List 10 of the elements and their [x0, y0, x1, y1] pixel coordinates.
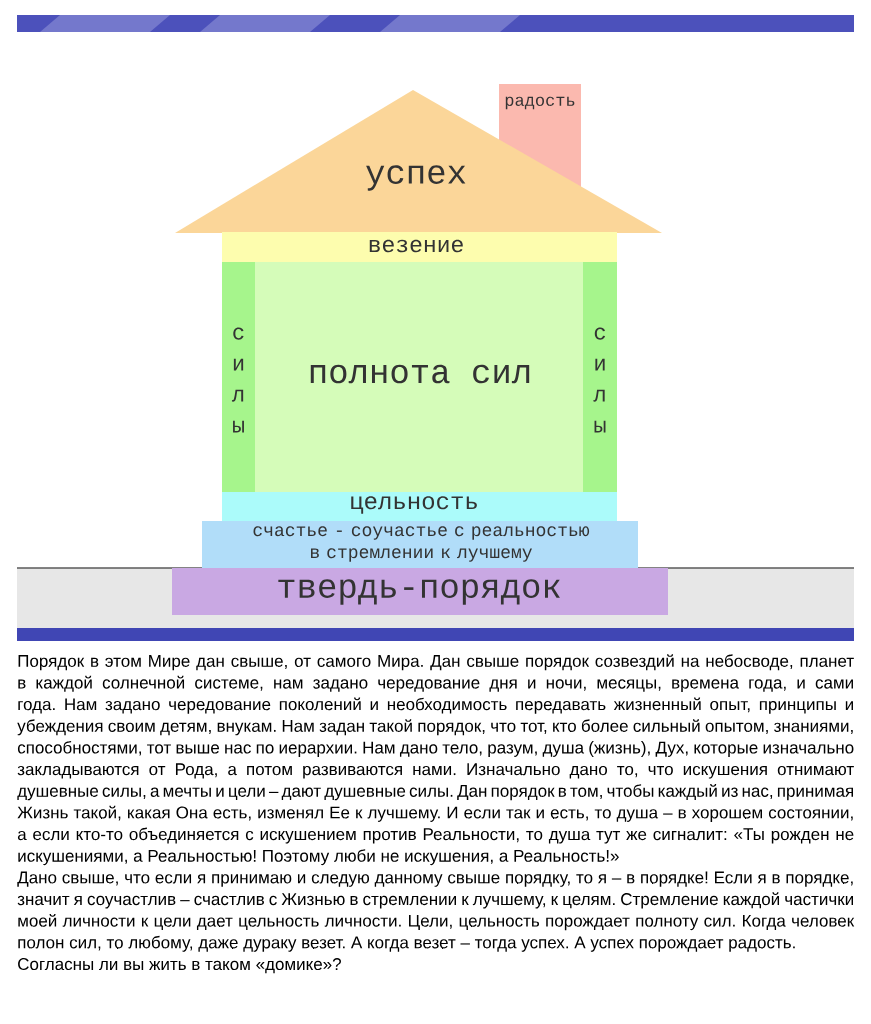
band-box: везение — [222, 232, 617, 262]
band-box: цельность — [222, 492, 617, 521]
paragraph: Дано свыше, что если я принимаю и следую данному свыше порядку, то я – в порядке! Если я в порядке, значит я соучастлив – счастлив с Жизнью в стремлении к лучшему, к целям. Стремление каждой частички моей личности к цели дает цельность личности. Цели, цельность порождает полноту сил. Когда человек полон сил, то любому, даже дураку везет. А когда везет – тогда успех. А успех порождает радость. — [17, 871, 855, 952]
paragraph: Порядок в этом Мире дан свыше, от самого Мира. Дан свыше порядок созвездий на небосводе, планет в каждой солнечной системе, нам задано чередование дня и ночи, месяцы, времена года, и сами года. Нам задано чередование поколений и необходимость передавать жизненный опыт, принципы и убеждения своим детям, внукам. Нам задан такой порядок, что тот, кто более сильный опытом, знаниями, способностями, тот выше нас по иерархии. Нам дано тело, разум, душа (жизнь), Дух, которые изначально закладываются от Рода, а потом развиваются нами. Изначально дано то, что искушения отнимают душевные силы, а мечты и цели – дают душевные силы. Дан порядок в том, чтобы каждый из нас, принимая Жизнь такой, какая Она есть, изменял Ее к лучшему. И если так и есть, то душа – в хорошем состоянии, а если кто-то объединяется с искушением против Реальности, то душа тут же сигналит: «Ты рожден не искушениями, а Реальностью! Поэтому люби не искушения, а Реальность!» — [17, 654, 854, 866]
foundation-box: твердь-порядок — [172, 568, 668, 615]
wall-box: полнота сил — [255, 262, 583, 492]
pillar-box: с и л ы — [222, 262, 255, 492]
step-box: счастье - соучастье с реальностью в стремлении к лучшему — [202, 521, 638, 568]
paragraph: Согласны ли вы жить в таком «домике»? — [18, 958, 341, 974]
pillar-box: с и л ы — [583, 262, 617, 492]
